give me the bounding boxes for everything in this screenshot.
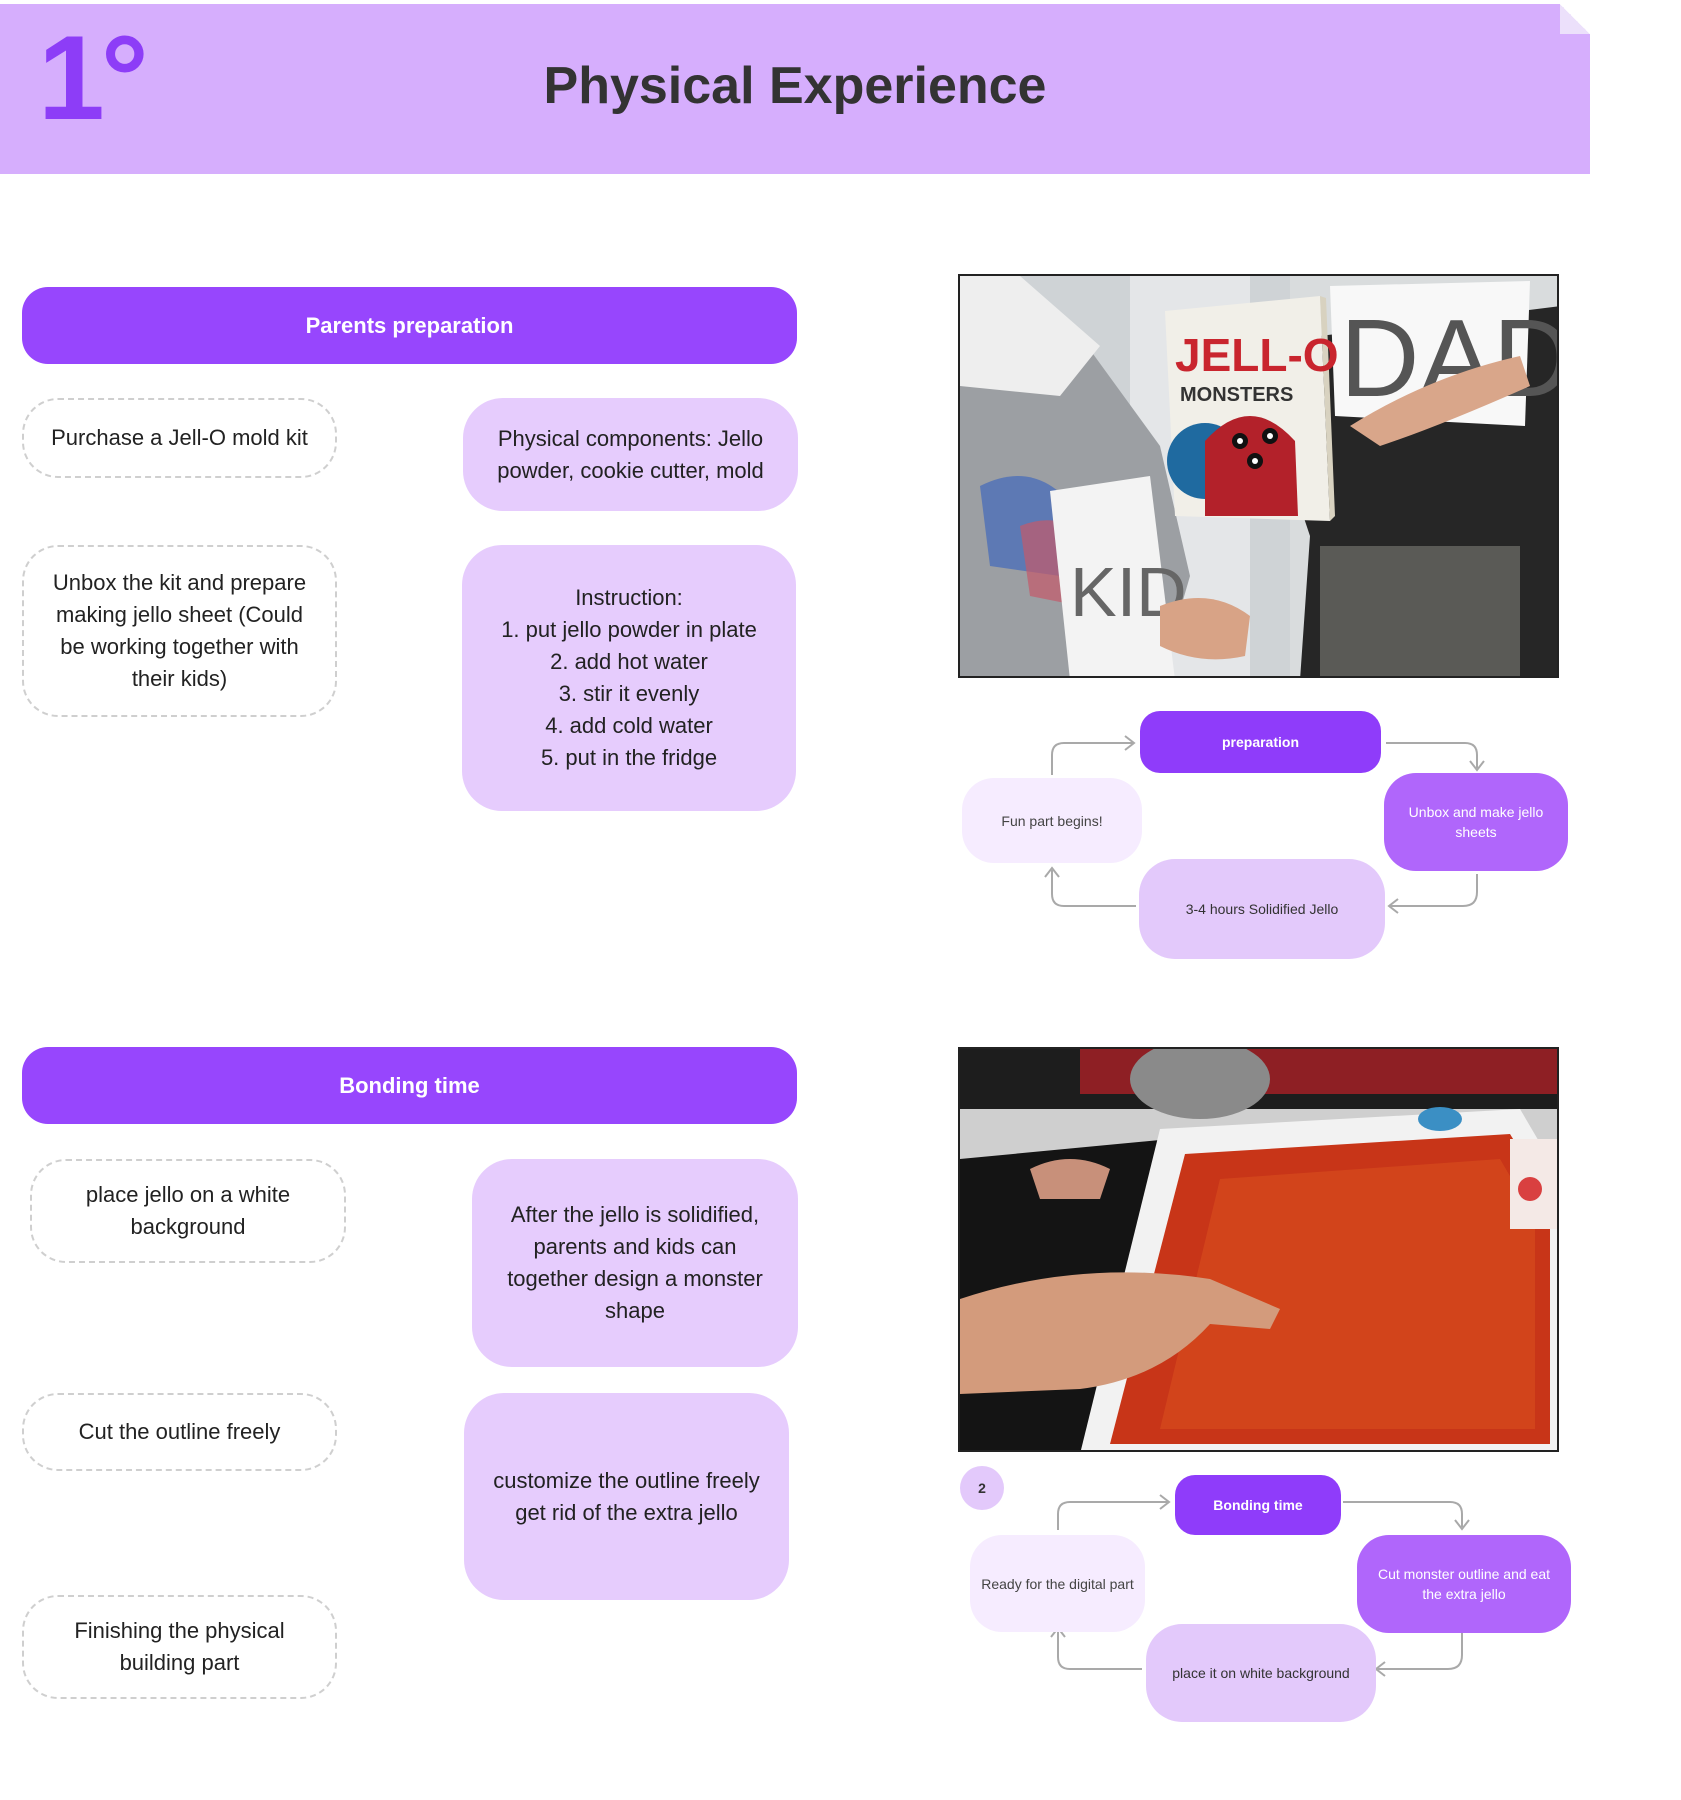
photo-jello-box: KID DAD JELL-O MONSTERS: [958, 274, 1559, 678]
cycle1-node-unbox: Unbox and make jello sheets: [1384, 773, 1568, 871]
instruction-item: 4. add cold water: [545, 713, 713, 738]
section-bar-bonding-time: Bonding time: [22, 1047, 797, 1124]
box-subtitle-text: MONSTERS: [1180, 384, 1293, 406]
cycle2-node-digital-part: Ready for the digital part: [970, 1535, 1145, 1632]
physical-components-box: Physical components: Jello powder, cooki…: [463, 398, 798, 511]
cycle2-node-cut-outline: Cut monster outline and eat the extra je…: [1357, 1535, 1571, 1633]
box-title-text: JELL-O: [1175, 329, 1339, 381]
header-banner: [0, 4, 1590, 174]
photo-jello-box-illustration: KID DAD JELL-O MONSTERS: [960, 276, 1557, 676]
page-fold-corner: [1560, 4, 1590, 34]
section-number-badge: 1°: [38, 11, 149, 145]
step-box-purchase: Purchase a Jell-O mold kit: [22, 398, 337, 478]
note-box-design-shape: After the jello is solidified, parents a…: [472, 1159, 798, 1367]
photo-jello-tray-illustration: [960, 1049, 1557, 1450]
step-box-finishing: Finishing the physical building part: [22, 1595, 337, 1699]
note-box-customize-outline: customize the outline freely get rid of …: [464, 1393, 789, 1600]
photo-jello-tray: [958, 1047, 1559, 1452]
cycle2-node-bonding-time: Bonding time: [1175, 1475, 1341, 1535]
cycle2-node-white-background: place it on white background: [1146, 1624, 1376, 1722]
instruction-item: 1. put jello powder in plate: [501, 617, 757, 642]
instruction-item: 2. add hot water: [550, 649, 708, 674]
cycle1-node-fun-part: Fun part begins!: [962, 778, 1142, 863]
section-bar-parents-preparation: Parents preparation: [22, 287, 797, 364]
step-box-place-jello: place jello on a white background: [30, 1159, 346, 1263]
cycle1-node-solidified: 3-4 hours Solidified Jello: [1139, 859, 1385, 959]
cycle1-node-preparation: preparation: [1140, 711, 1381, 773]
page-title: Physical Experience: [543, 57, 1047, 115]
instruction-item: 5. put in the fridge: [540, 745, 718, 770]
instruction-item: 3. stir it evenly: [558, 681, 700, 706]
instruction-heading: Instruction:: [575, 585, 683, 610]
cycle2-number-badge: 2: [960, 1466, 1004, 1510]
step-box-unbox: Unbox the kit and prepare making jello s…: [22, 545, 337, 717]
instruction-box: Instruction: 1. put jello powder in plat…: [462, 545, 796, 811]
step-box-cut-outline: Cut the outline freely: [22, 1393, 337, 1471]
